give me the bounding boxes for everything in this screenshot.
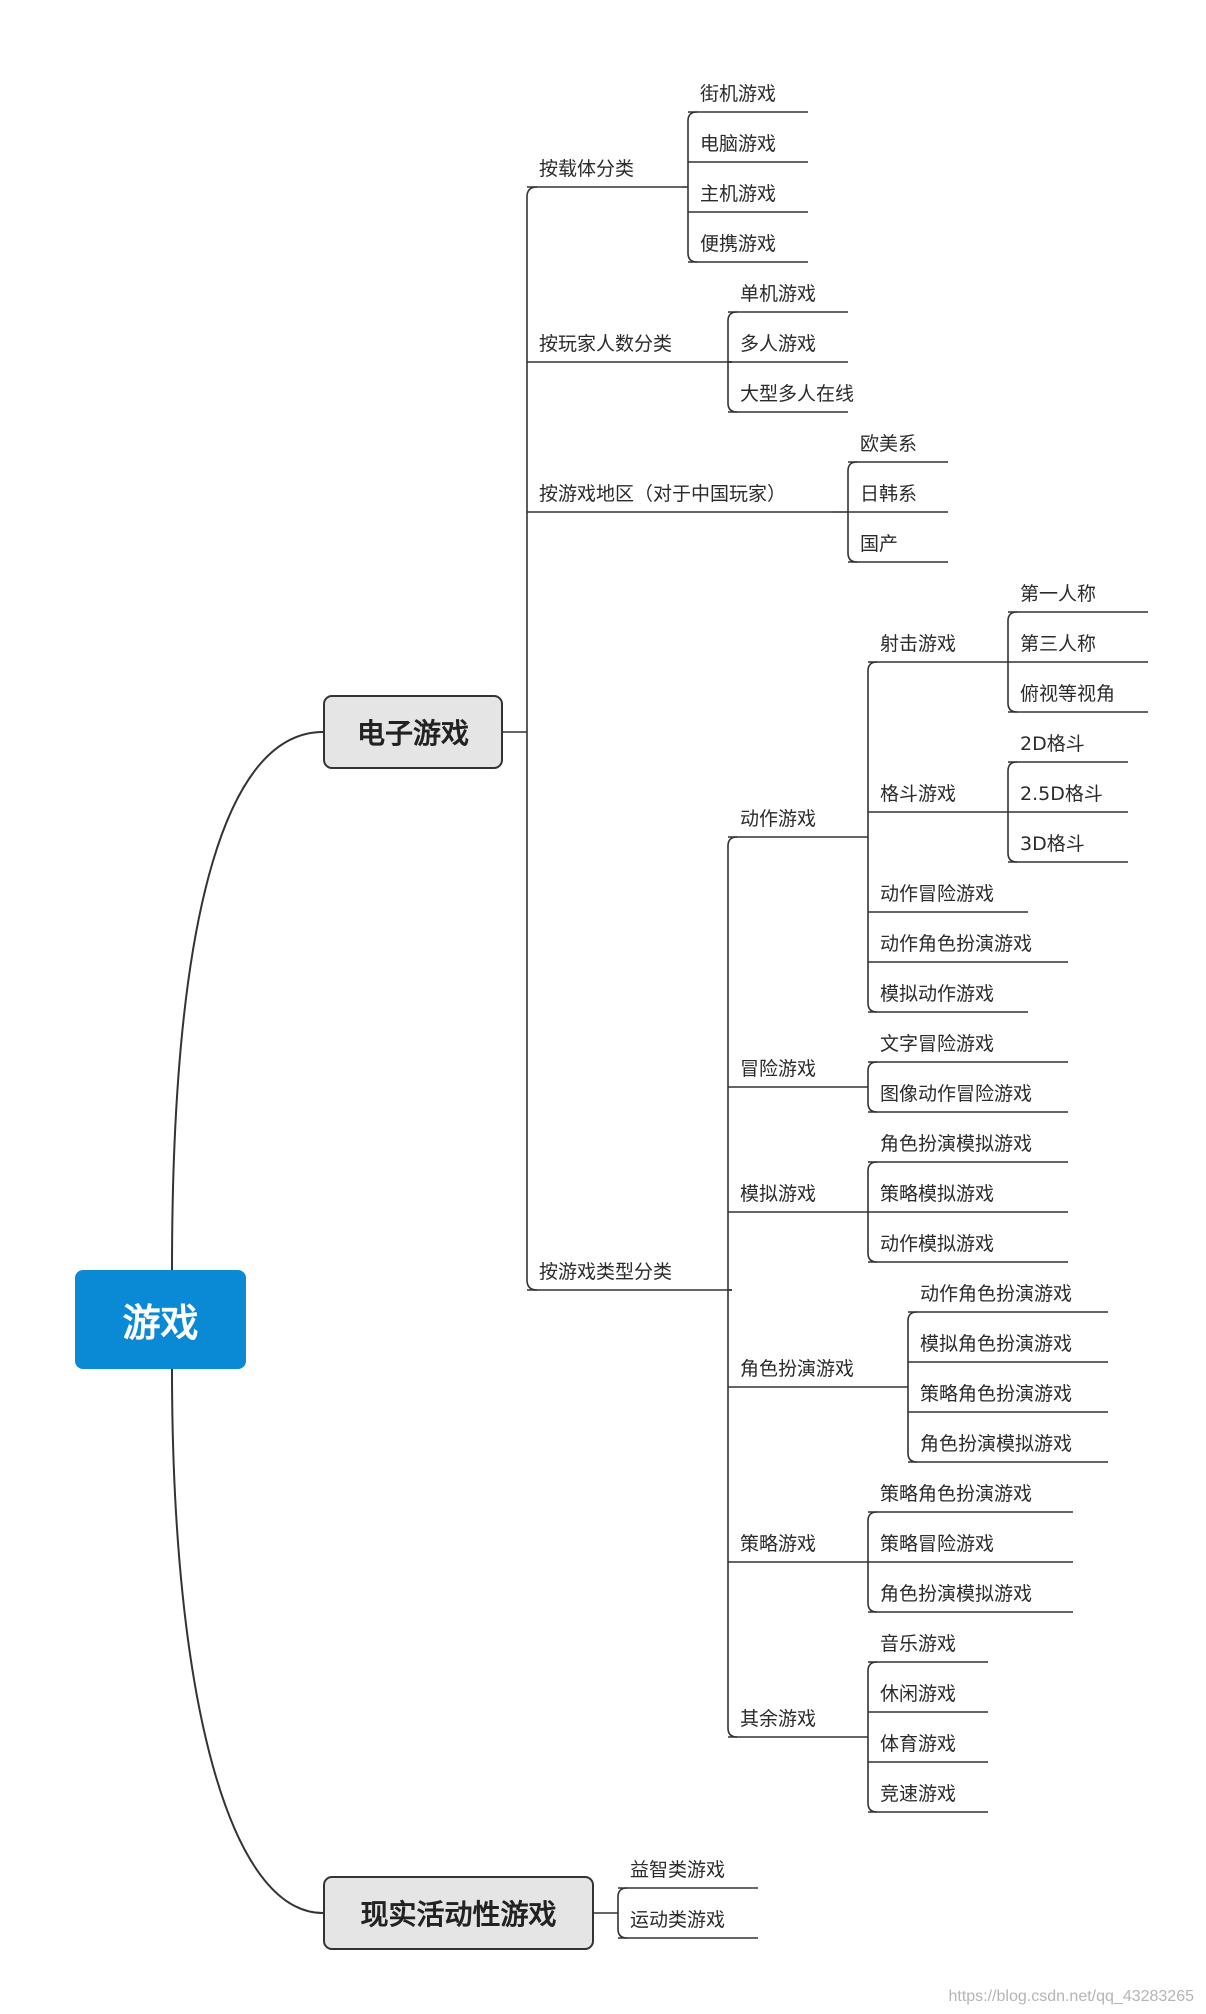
- players-item[interactable]: 多人游戏: [740, 333, 817, 355]
- connector-line: [617, 1887, 628, 1939]
- connector-line: [867, 1061, 878, 1113]
- other-item[interactable]: 体育游戏: [880, 1733, 957, 1755]
- fighting-item[interactable]: 3D格斗: [1020, 833, 1085, 855]
- carrier-item[interactable]: 主机游戏: [700, 183, 777, 205]
- rpg-item[interactable]: 动作角色扮演游戏: [920, 1283, 1073, 1305]
- region-item[interactable]: 日韩系: [860, 483, 918, 505]
- connector-line: [727, 836, 738, 1738]
- carrier-item[interactable]: 电脑游戏: [700, 133, 777, 155]
- rpg-item[interactable]: 策略角色扮演游戏: [920, 1383, 1073, 1405]
- rpg-item[interactable]: 模拟角色扮演游戏: [920, 1333, 1073, 1355]
- strategy-item[interactable]: 策略角色扮演游戏: [880, 1483, 1033, 1505]
- connector-line: [526, 186, 538, 1291]
- action-item[interactable]: 动作角色扮演游戏: [880, 933, 1033, 955]
- category-by-players[interactable]: 按玩家人数分类: [539, 333, 673, 355]
- reality-item[interactable]: 益智类游戏: [630, 1859, 726, 1881]
- strategy-item[interactable]: 策略冒险游戏: [880, 1533, 995, 1555]
- shooting-item[interactable]: 第一人称: [1020, 583, 1097, 605]
- other-item[interactable]: 休闲游戏: [880, 1683, 957, 1705]
- action-item[interactable]: 模拟动作游戏: [880, 983, 995, 1005]
- connector-line: [867, 1661, 878, 1813]
- connector-line: [907, 1311, 918, 1463]
- electronic-games-node[interactable]: 电子游戏: [323, 695, 503, 769]
- connector-line: [687, 111, 698, 263]
- fighting-item[interactable]: 2D格斗: [1020, 733, 1085, 755]
- category-by-carrier[interactable]: 按载体分类: [539, 158, 635, 180]
- action-item[interactable]: 动作冒险游戏: [880, 883, 995, 905]
- shooting-item[interactable]: 俯视等视角: [1020, 683, 1116, 705]
- type-action[interactable]: 动作游戏: [740, 808, 817, 830]
- fighting-item[interactable]: 2.5D格斗: [1020, 783, 1103, 805]
- region-item[interactable]: 国产: [860, 533, 899, 555]
- action-shooting[interactable]: 射击游戏: [880, 633, 957, 655]
- type-simulation[interactable]: 模拟游戏: [740, 1183, 817, 1205]
- carrier-item[interactable]: 街机游戏: [700, 83, 777, 105]
- type-rpg[interactable]: 角色扮演游戏: [740, 1358, 855, 1380]
- strategy-item[interactable]: 角色扮演模拟游戏: [880, 1583, 1033, 1605]
- adventure-item[interactable]: 图像动作冒险游戏: [880, 1083, 1033, 1105]
- region-item[interactable]: 欧美系: [860, 433, 918, 455]
- players-item[interactable]: 单机游戏: [740, 283, 817, 305]
- watermark: https://blog.csdn.net/qq_43283265: [948, 1988, 1194, 2005]
- type-strategy[interactable]: 策略游戏: [740, 1533, 817, 1555]
- type-other[interactable]: 其余游戏: [740, 1708, 817, 1730]
- simulation-item[interactable]: 角色扮演模拟游戏: [880, 1133, 1033, 1155]
- connector-line: [867, 661, 878, 1013]
- action-fighting[interactable]: 格斗游戏: [880, 783, 957, 805]
- other-item[interactable]: 音乐游戏: [880, 1633, 957, 1655]
- category-by-region[interactable]: 按游戏地区（对于中国玩家）: [539, 483, 787, 505]
- category-by-type[interactable]: 按游戏类型分类: [539, 1261, 673, 1283]
- connector-line: [171, 731, 324, 1271]
- other-item[interactable]: 竞速游戏: [880, 1783, 957, 1805]
- type-adventure[interactable]: 冒险游戏: [740, 1058, 817, 1080]
- root-node[interactable]: 游戏: [75, 1270, 246, 1369]
- simulation-item[interactable]: 动作模拟游戏: [880, 1233, 995, 1255]
- rpg-item[interactable]: 角色扮演模拟游戏: [920, 1433, 1073, 1455]
- shooting-item[interactable]: 第三人称: [1020, 633, 1097, 655]
- reality-games-node[interactable]: 现实活动性游戏: [323, 1876, 594, 1950]
- reality-item[interactable]: 运动类游戏: [630, 1909, 726, 1931]
- simulation-item[interactable]: 策略模拟游戏: [880, 1183, 995, 1205]
- carrier-item[interactable]: 便携游戏: [700, 233, 777, 255]
- players-item[interactable]: 大型多人在线: [740, 383, 855, 405]
- adventure-item[interactable]: 文字冒险游戏: [880, 1033, 995, 1055]
- connector-line: [171, 1368, 324, 1914]
